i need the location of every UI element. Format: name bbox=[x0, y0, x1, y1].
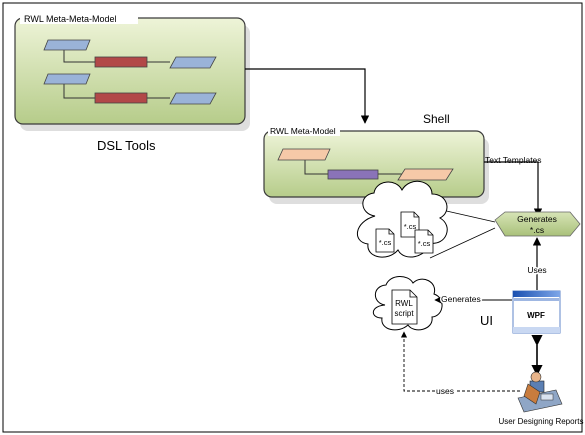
cs-file-label-1: *.cs bbox=[379, 238, 392, 247]
wpf-label: WPF bbox=[527, 311, 545, 320]
meta-meta-model-group: RWL Meta-Meta-Model bbox=[14, 13, 250, 131]
rwl-script-cloud: RWL script bbox=[372, 276, 443, 331]
generates-cs-hexagon bbox=[494, 211, 581, 237]
meta-meta-model-box bbox=[14, 17, 246, 125]
text-templates-label: Text Templates bbox=[485, 155, 542, 165]
user-label: User Designing Reports bbox=[499, 417, 584, 426]
generates-label: Generates bbox=[441, 294, 481, 304]
uses-label: Uses bbox=[527, 265, 546, 275]
meta-model-entity-1 bbox=[277, 148, 331, 161]
meta-meta-entity-4 bbox=[169, 92, 217, 105]
dsl-tools-label: DSL Tools bbox=[97, 138, 156, 153]
meta-meta-entity-2 bbox=[169, 56, 217, 69]
cs-file-icon-2: *.cs bbox=[400, 211, 420, 238]
cs-file-label-3: *.cs bbox=[418, 239, 431, 248]
cs-file-icon-1: *.cs bbox=[375, 228, 395, 253]
rwl-script-line1: RWL bbox=[395, 299, 413, 308]
ui-label: UI bbox=[480, 313, 493, 328]
meta-meta-relation-2 bbox=[94, 92, 148, 104]
cs-files-cloud: *.cs *.cs *.cs bbox=[357, 180, 448, 258]
meta-meta-entity-1 bbox=[43, 39, 91, 51]
meta-model-label: RWL Meta-Model bbox=[270, 126, 336, 136]
generates-cs-line2: *.cs bbox=[530, 225, 544, 235]
meta-meta-entity-3 bbox=[43, 73, 91, 85]
meta-model-entity-2 bbox=[397, 168, 454, 181]
uses-dashed-arrow bbox=[400, 331, 520, 392]
meta-model-group: RWL Meta-Model bbox=[263, 126, 489, 204]
uses-lower-label: uses bbox=[436, 386, 454, 396]
wpf-window: WPF bbox=[512, 290, 561, 334]
rwl-script-line2: script bbox=[394, 309, 414, 318]
cs-file-icon-3: *.cs bbox=[414, 229, 434, 254]
hex-cloud-line-bottom bbox=[429, 227, 496, 259]
meta-model-box bbox=[263, 130, 485, 198]
meta-meta-model-label: RWL Meta-Meta-Model bbox=[24, 14, 117, 24]
meta-model-relation bbox=[327, 169, 379, 180]
generates-cs-line1: Generates bbox=[517, 214, 557, 224]
shell-label: Shell bbox=[423, 112, 450, 126]
meta-meta-relation-1 bbox=[94, 56, 148, 68]
meta-arrow bbox=[245, 68, 370, 124]
user-at-desk-icon bbox=[517, 371, 563, 413]
cs-file-label-2: *.cs bbox=[404, 222, 417, 231]
text-templates-arrow bbox=[484, 161, 543, 217]
